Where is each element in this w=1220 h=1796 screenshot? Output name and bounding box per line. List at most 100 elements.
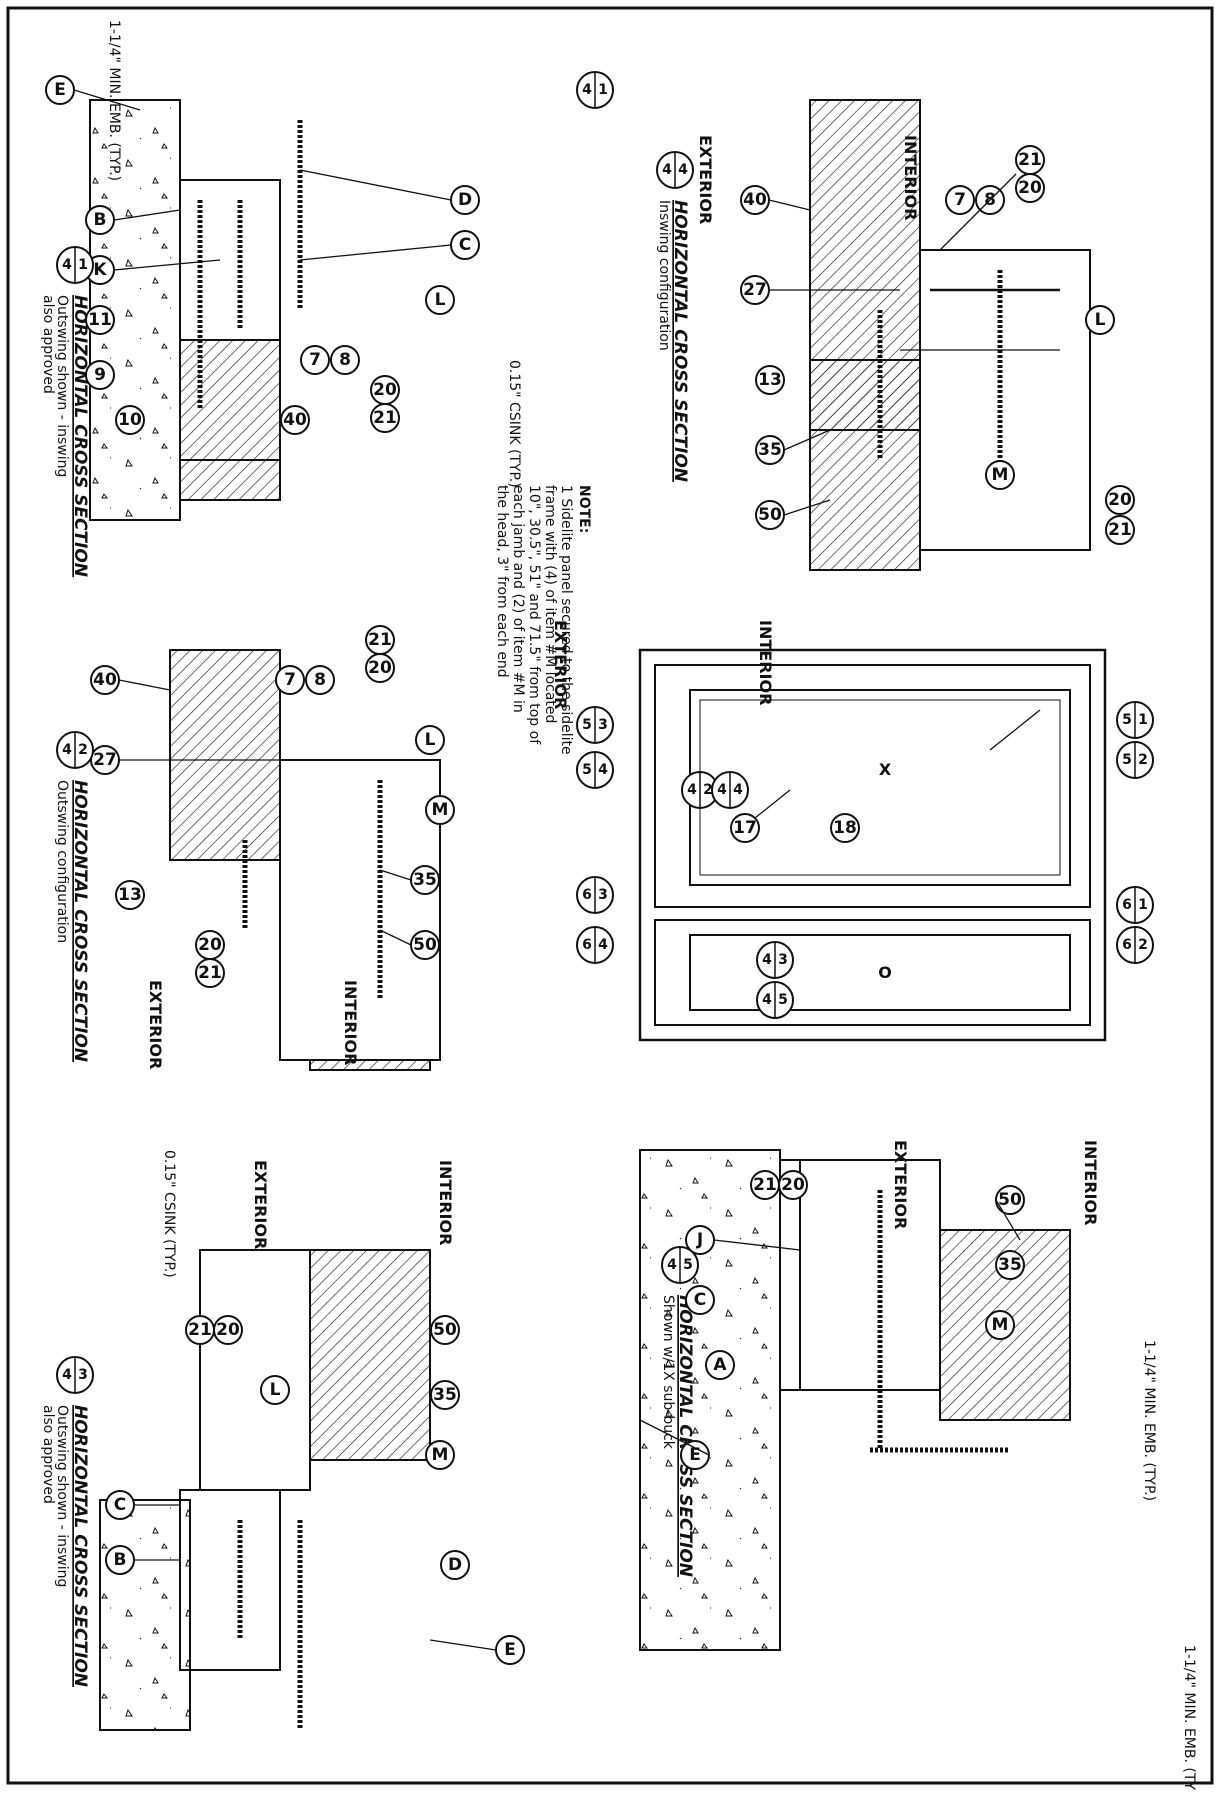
note-line-3: 10", 30.5", 51" and 71.5" from top of	[526, 485, 542, 745]
svg-text:40: 40	[93, 670, 117, 690]
svg-text:17: 17	[733, 818, 757, 838]
section-4-sub: Inswing configuration	[656, 200, 672, 351]
svg-text:7: 7	[309, 350, 321, 370]
svg-text:B: B	[114, 1550, 127, 1570]
note-heading: NOTE:	[576, 485, 592, 533]
section-ref-number: 1	[1138, 897, 1148, 913]
section-ref-bubble: 14	[576, 71, 614, 109]
callout-L-s4: L	[1085, 305, 1115, 335]
svg-text:21: 21	[188, 1320, 212, 1340]
csink-note-s3: 0.15" CSINK (TYP.)	[161, 1150, 177, 1278]
callout-21-s3: 21	[185, 1315, 215, 1345]
svg-text:B: B	[94, 210, 107, 230]
callout-8-s1: 8	[330, 345, 360, 375]
section-ref-bubble: 44	[711, 771, 749, 809]
svg-text:21: 21	[753, 1175, 777, 1195]
sidelite-mark: O	[878, 963, 892, 982]
callout-E-s1: E	[45, 75, 75, 105]
callout-21: 21	[1015, 145, 1045, 175]
section-ref-number: 1	[1138, 712, 1148, 728]
section-ref-bubble: 46	[576, 926, 614, 964]
callout-50-s3: 50	[430, 1315, 460, 1345]
svg-text:21: 21	[368, 630, 392, 650]
label-exterior-s3: EXTERIOR	[251, 1160, 270, 1249]
svg-text:7: 7	[954, 190, 966, 210]
callout-40-s1: 40	[280, 405, 310, 435]
callout-35-s3: 35	[430, 1380, 460, 1410]
svg-text:C: C	[114, 1495, 126, 1515]
section-4-title: HORIZONTAL CROSS SECTION	[670, 200, 690, 482]
callout-M-s3: M	[425, 1440, 455, 1470]
svg-text:9: 9	[94, 365, 106, 385]
section-1-sub1: Outswing shown - inswing	[54, 295, 70, 477]
section-ref-sheet: 6	[582, 937, 592, 953]
svg-text:20: 20	[368, 658, 392, 678]
section-ref-number: 1	[598, 82, 608, 98]
svg-text:M: M	[432, 1445, 449, 1465]
door-glass	[689, 689, 1071, 886]
callout-7-s1: 7	[300, 345, 330, 375]
section-ref-number: 5	[683, 1257, 693, 1273]
section-title-bubble: 54	[661, 1246, 699, 1284]
svg-text:M: M	[992, 465, 1009, 485]
callout-B-s1: B	[85, 205, 115, 235]
svg-text:D: D	[448, 1555, 462, 1575]
section-ref-sheet: 5	[582, 762, 592, 778]
section-ref-bubble: 16	[1116, 886, 1154, 924]
svg-text:11: 11	[88, 310, 112, 330]
section-ref-number: 5	[778, 992, 788, 1008]
callout-C-s5: C	[685, 1285, 715, 1315]
callout-18: 18	[830, 813, 860, 843]
callout-D-s3: D	[440, 1550, 470, 1580]
callout-8-s2: 8	[305, 665, 335, 695]
stud-40	[169, 649, 281, 861]
section-5-subbuck	[639, 1149, 1071, 1651]
callout-40: 40	[740, 185, 770, 215]
callout-A: A	[705, 1350, 735, 1380]
labels: EXTERIOR INTERIOR EXTERIOR INTERIOR EXTE…	[106, 20, 1197, 1796]
svg-text:40: 40	[743, 190, 767, 210]
svg-text:J: J	[696, 1230, 703, 1250]
section-ref-bubble: 34	[756, 941, 794, 979]
callout-20: 20	[1015, 173, 1045, 203]
section-ref-number: 4	[733, 782, 743, 798]
svg-text:13: 13	[118, 885, 142, 905]
svg-text:50: 50	[413, 935, 437, 955]
callout-20-s3: 20	[213, 1315, 243, 1345]
section-ref-number: 1	[78, 257, 88, 273]
section-1-title: HORIZONTAL CROSS SECTION	[70, 295, 90, 577]
callout-C-s1: C	[450, 230, 480, 260]
section-ref-bubble: 54	[756, 981, 794, 1019]
section-ref-number: 2	[1138, 752, 1148, 768]
section-ref-number: 3	[778, 952, 788, 968]
section-3-sub2: also approved	[40, 1405, 56, 1504]
svg-text:35: 35	[998, 1255, 1022, 1275]
section-ref-sheet: 5	[1122, 712, 1132, 728]
section-ref-bubble: 36	[576, 876, 614, 914]
svg-text:40: 40	[283, 410, 307, 430]
label-exterior-s2: EXTERIOR	[551, 620, 570, 709]
callout-20b: 20	[1105, 485, 1135, 515]
label-interior-s5: INTERIOR	[1081, 1140, 1100, 1225]
sheet-border	[6, 6, 1214, 1785]
label-exterior-s4: EXTERIOR	[696, 135, 715, 224]
label-interior-s1: INTERIOR	[341, 980, 360, 1065]
svg-text:20: 20	[781, 1175, 805, 1195]
svg-text:L: L	[270, 1380, 281, 1400]
section-5-sub: Shown w/1X sub-buck	[660, 1295, 676, 1450]
section-ref-sheet: 6	[582, 887, 592, 903]
callout-21b: 21	[1105, 515, 1135, 545]
section-titles: HORIZONTAL CROSS SECTION Inswing configu…	[40, 200, 695, 1687]
callout-E-s3: E	[495, 1635, 525, 1665]
callout-21-s1: 21	[370, 403, 400, 433]
callout-11: 11	[85, 305, 115, 335]
section-3-sub1: Outswing shown - inswing	[54, 1405, 70, 1587]
section-ref-number: 3	[598, 717, 608, 733]
callout-D-s1: D	[450, 185, 480, 215]
svg-text:20: 20	[1108, 490, 1132, 510]
section-ref-sheet: 5	[1122, 752, 1132, 768]
emb-note-s3: 1-1/4" MIN. EMB. (TYP.)	[1181, 1645, 1197, 1791]
